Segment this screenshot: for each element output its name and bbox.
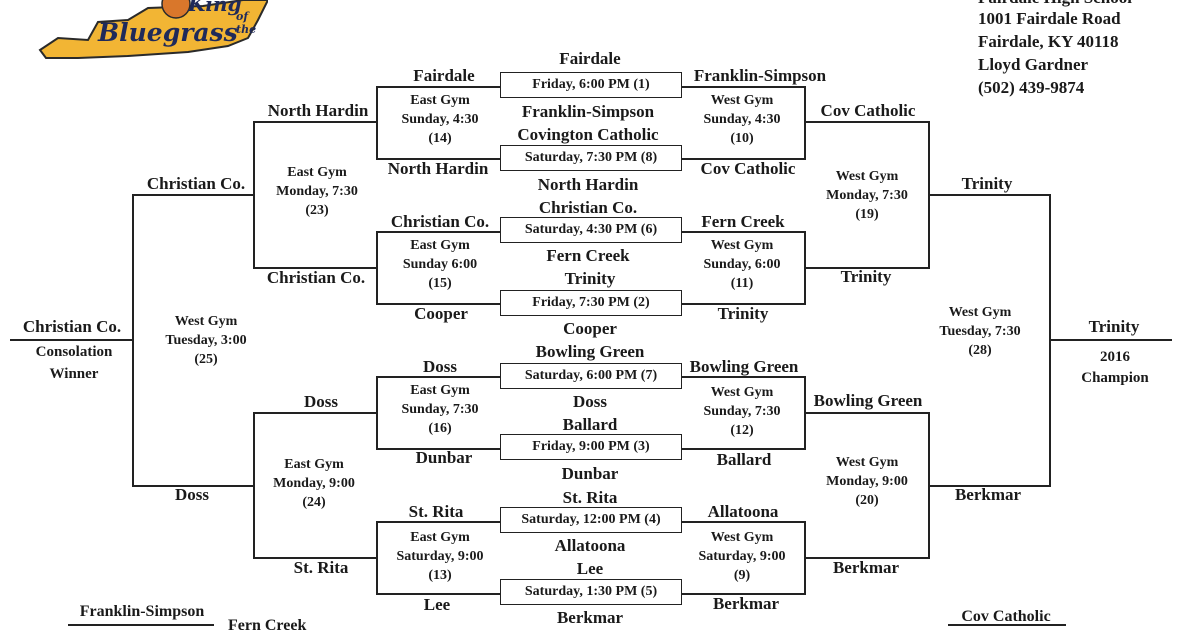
contact-person: Lloyd Gardner (978, 55, 1089, 74)
team-label: Trinity (717, 304, 769, 323)
team-label: St. Rita (408, 502, 464, 521)
team-label: Fern Creek (228, 617, 307, 634)
contact-school: Fairdale High School (978, 0, 1132, 9)
basketball-icon (161, 0, 191, 19)
team-label: Trinity (840, 267, 892, 286)
team-label: Bowling Green (813, 391, 923, 410)
team-label: Ballard (562, 415, 618, 434)
team-label: North Hardin (267, 101, 369, 120)
team-label: Bowling Green (689, 357, 799, 376)
team-label: Christian Co. (538, 198, 638, 217)
team-label: Franklin-Simpson (693, 66, 827, 85)
team-label: Ballard (716, 450, 772, 469)
team-label: Cooper (563, 319, 617, 338)
team-label: St. Rita (562, 488, 618, 507)
kentucky-shape-icon (38, 0, 270, 59)
consolation-label-2: Winner (49, 366, 99, 382)
team-label: Berkmar (954, 485, 1022, 504)
team-label: Doss (572, 392, 608, 411)
logo-line3: Bluegrass (98, 18, 238, 47)
team-label: Cov Catholic (820, 101, 916, 120)
team-label: Covington Catholic (517, 125, 659, 144)
logo-line1: King (188, 0, 242, 16)
champion-team: Trinity (1088, 317, 1140, 336)
team-label: North Hardin (387, 159, 489, 178)
consolation-label: Consolation (35, 344, 113, 360)
team-label: Berkmar (556, 608, 624, 627)
contact-address: 1001 Fairdale Road (978, 9, 1121, 28)
game-box-6: Saturday, 4:30 PM (6) (500, 217, 682, 243)
team-label: Franklin-Simpson (521, 102, 655, 121)
consolation-winner-team: Christian Co. (22, 317, 122, 336)
team-label: Cov Catholic (961, 608, 1051, 625)
game-box-4: Saturday, 12:00 PM (4) (500, 507, 682, 533)
team-label: Franklin-Simpson (79, 603, 205, 620)
team-label: Berkmar (832, 558, 900, 577)
team-label: Dunbar (415, 448, 473, 467)
contact-phone: (502) 439-9874 (978, 78, 1085, 97)
team-label: Allatoona (554, 536, 626, 555)
team-label: Trinity (961, 174, 1013, 193)
team-label: St. Rita (293, 558, 349, 577)
game-box-3: Friday, 9:00 PM (3) (500, 434, 682, 460)
team-label: Trinity (564, 269, 616, 288)
team-label: Lee (576, 559, 604, 578)
team-label: Fern Creek (546, 246, 630, 265)
team-label: Berkmar (712, 594, 780, 613)
team-label: Fairdale (559, 49, 621, 68)
game-box-1: Friday, 6:00 PM (1) (500, 72, 682, 98)
game-box-5: Saturday, 1:30 PM (5) (500, 579, 682, 605)
team-label: Bowling Green (535, 342, 645, 361)
team-label: Doss (422, 357, 458, 376)
logo: King of the Bluegrass (28, 0, 270, 62)
team-label: North Hardin (537, 175, 639, 194)
team-label: Fairdale (413, 66, 475, 85)
team-label: Dunbar (561, 464, 619, 483)
team-label: Cov Catholic (700, 159, 796, 178)
team-label: Cooper (414, 304, 468, 323)
champion-label: Champion (1081, 370, 1149, 386)
team-label: Doss (174, 485, 210, 504)
team-label: Doss (303, 392, 339, 411)
game-box-7: Saturday, 6:00 PM (7) (500, 363, 682, 389)
game-box-8: Saturday, 7:30 PM (8) (500, 145, 682, 171)
game-box-2: Friday, 7:30 PM (2) (500, 290, 682, 316)
contact-city: Fairdale, KY 40118 (978, 32, 1119, 51)
champion-year: 2016 (1100, 349, 1130, 365)
team-label: Christian Co. (266, 268, 366, 287)
team-label: Christian Co. (146, 174, 246, 193)
logo-line2: of the (236, 10, 257, 36)
team-label: Christian Co. (390, 212, 490, 231)
team-label: Allatoona (707, 502, 779, 521)
team-label: Fern Creek (701, 212, 785, 231)
team-label: Lee (423, 595, 451, 614)
